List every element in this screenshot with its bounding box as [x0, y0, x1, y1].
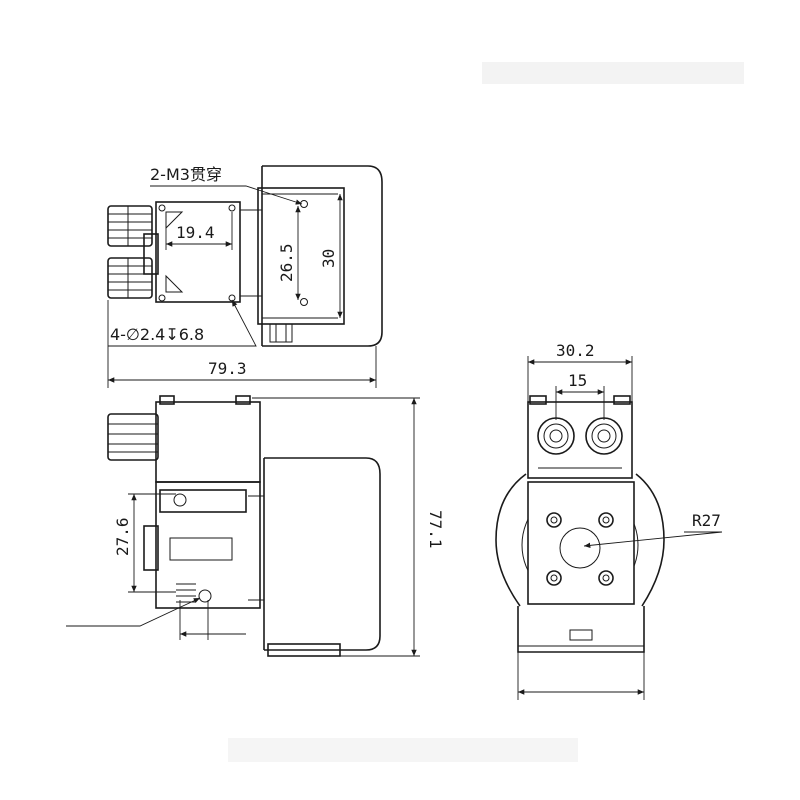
label-through-holes: 2-M3贯穿: [150, 165, 222, 184]
hole-icon: [158, 204, 166, 212]
label-flange-height: 30: [319, 249, 338, 268]
front-view: [66, 395, 420, 657]
label-total-height: 77.1: [426, 510, 445, 549]
label-hole-spacing-y: 26.5: [277, 243, 296, 282]
top-view: [107, 165, 383, 388]
arrow-icon: [583, 531, 723, 549]
blind-hole-lines: [176, 583, 196, 603]
label-total-length: 79.3: [208, 359, 247, 378]
label-blind-holes: 4-∅2.4↧6.8: [110, 325, 204, 344]
label-port-spacing: 15: [568, 371, 587, 390]
tube-fitting-icon: [107, 205, 153, 299]
watermark-top: [482, 62, 744, 84]
label-side-width: 30.2: [556, 341, 595, 360]
side-view: [495, 356, 723, 700]
watermark-bottom: [228, 738, 578, 762]
label-hole-spacing-x: 19.4: [176, 223, 215, 242]
label-mount-height: 27.6: [113, 517, 132, 556]
label-radius: R27: [692, 511, 721, 530]
